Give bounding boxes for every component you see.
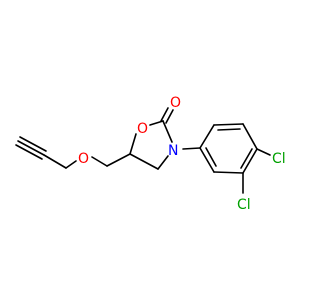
- bond-ar-2: [213, 123, 244, 126]
- bond-alkyne-2: [15, 144, 43, 160]
- bond-n-aryl: [182, 147, 201, 150]
- bond-ar-1: [199, 124, 215, 149]
- bond-ar-6: [199, 147, 215, 173]
- atom-cl-2: Cl: [237, 197, 251, 213]
- bond-c-cl-1: [256, 148, 271, 156]
- bond-ar-inner-3: [205, 147, 217, 167]
- molecule-structure: O O N O Cl Cl: [15, 95, 286, 213]
- atom-o-ring: O: [137, 121, 148, 137]
- bond-c2-n: [162, 120, 173, 143]
- atom-labels: O O N O Cl Cl: [78, 95, 286, 213]
- bond-propargyl-ch2: [43, 154, 67, 169]
- bond-carbonyl-a: [160, 107, 169, 122]
- bond-alkyne-3: [19, 136, 47, 152]
- bond-c4-c5: [129, 153, 159, 170]
- bond-ar-inner-2: [240, 148, 253, 169]
- bond-c5-o-ring: [129, 133, 137, 155]
- bond-ch2-c5: [106, 153, 131, 167]
- bond-ar-3: [242, 123, 258, 150]
- atom-o-ether: O: [78, 151, 89, 167]
- bond-carbonyl-b: [165, 109, 174, 124]
- structure-canvas: O O N O Cl Cl: [15, 95, 286, 213]
- bond-ch2-o-ether: [65, 160, 77, 169]
- bond-ar-4: [242, 148, 258, 174]
- bond-o-ether-ch2: [91, 156, 108, 167]
- atom-o-carbonyl: O: [170, 95, 181, 111]
- bonds: [15, 107, 271, 194]
- bond-ar-inner-1: [217, 128, 241, 131]
- atom-n-ring: N: [168, 143, 178, 159]
- bond-n-c4: [157, 155, 169, 170]
- bond-alkyne-1: [17, 140, 45, 156]
- bond-ar-5: [213, 171, 244, 174]
- atom-cl-1: Cl: [272, 151, 286, 167]
